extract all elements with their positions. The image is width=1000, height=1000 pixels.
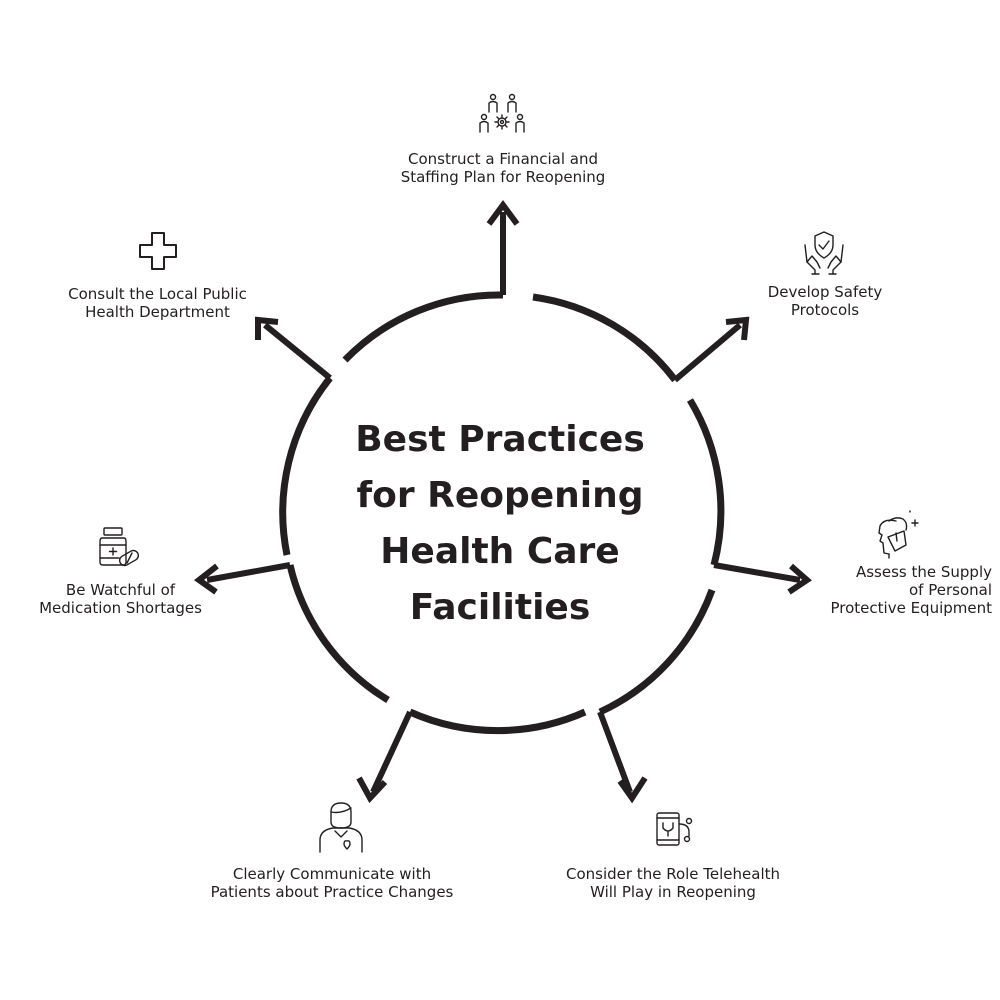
face-mask-icon [878, 510, 919, 559]
center-title-line: Health Care [380, 531, 620, 572]
label-line: Develop Safety [767, 283, 883, 301]
connector-communicate [370, 710, 413, 794]
arc-segment-bottom [408, 708, 587, 735]
center-title: Best Practices for Reopening Health Care… [300, 412, 700, 636]
label-safety-protocols: Develop Safety Protocols [735, 283, 915, 319]
phone-stethoscope-icon [656, 812, 693, 846]
arc-segment-top-left [342, 291, 504, 363]
label-line: Consult the Local Public [68, 285, 247, 303]
connector-medication [206, 562, 291, 583]
label-line: Staffing Plan for Reopening [400, 168, 606, 186]
medicine-bottle-icon [99, 527, 140, 567]
connector-ppe [713, 562, 801, 583]
connector-safety [673, 322, 742, 383]
arc-segment-left [279, 375, 333, 556]
label-telehealth: Consider the Role Telehealth Will Play i… [523, 865, 823, 901]
arrowhead-medication [193, 563, 219, 595]
label-line: Consider the Role Telehealth [565, 865, 781, 883]
label-financial-staffing: Construct a Financial and Staffing Plan … [353, 150, 653, 186]
arc-segment-bottom-left [286, 564, 390, 703]
label-line: Protocols [790, 301, 860, 319]
arc-segment-bottom-right [598, 588, 716, 716]
arrowhead-communicate [356, 776, 388, 804]
arrowhead-public-health [255, 316, 279, 340]
label-line: Construct a Financial and [407, 150, 599, 168]
person-heart-icon [319, 802, 363, 853]
label-medication: Be Watchful of Medication Shortages [8, 581, 233, 617]
label-line: Assess the Supply [855, 563, 992, 581]
label-line: of Personal [909, 581, 992, 599]
label-public-health: Consult the Local Public Health Departme… [30, 285, 285, 321]
connector-telehealth [597, 710, 633, 794]
label-line: Health Department [85, 303, 230, 321]
center-title-line: Best Practices [355, 419, 645, 460]
arrowhead-safety [725, 316, 750, 341]
center-title-line: Facilities [409, 587, 591, 628]
arrowhead-ppe [787, 563, 812, 595]
medical-cross-icon [139, 232, 177, 270]
label-line: Patients about Practice Changes [210, 883, 454, 901]
label-line: Medication Shortages [39, 599, 202, 617]
label-line: Clearly Communicate with [232, 865, 432, 883]
hands-shield-icon [804, 231, 844, 275]
arrowhead-telehealth [617, 776, 648, 804]
arc-segment-top-right [532, 293, 678, 383]
arrowhead-financial [486, 199, 520, 226]
label-line: Be Watchful of [65, 581, 176, 599]
label-line: Protective Equipment [830, 599, 993, 617]
people-gear-icon [479, 93, 525, 133]
center-title-line: for Reopening [356, 475, 644, 516]
label-ppe-supply: Assess the Supply of Personal Protective… [780, 563, 993, 617]
connector-public-health [263, 322, 332, 381]
label-communicate: Clearly Communicate with Patients about … [172, 865, 492, 901]
label-line: Will Play in Reopening [590, 883, 756, 901]
arc-segment-right [687, 398, 725, 566]
